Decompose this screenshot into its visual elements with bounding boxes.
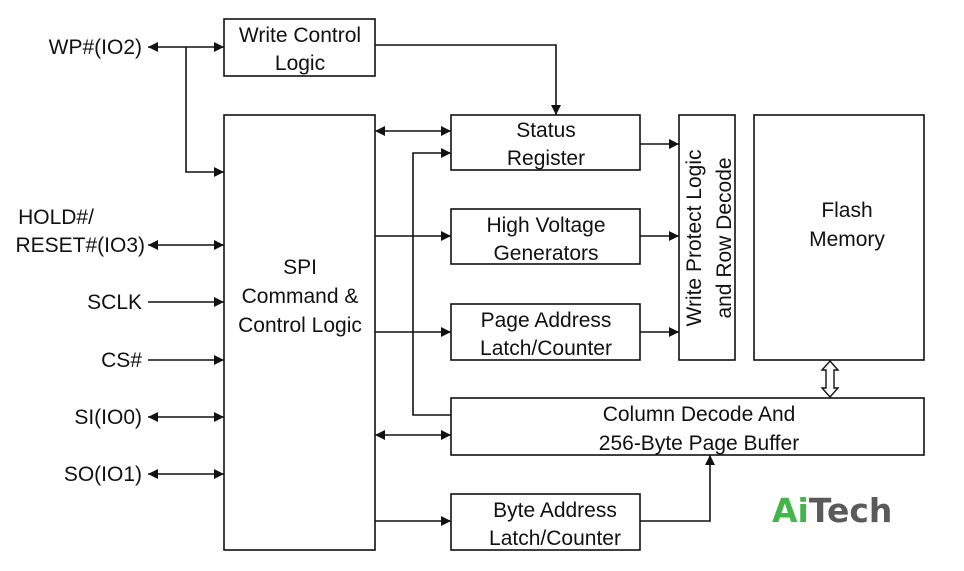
high-voltage-label-line2: Generators xyxy=(493,242,598,265)
spi-label-line1: SPI xyxy=(283,256,317,279)
write-protect-row-decode-block: Write Protect Logic and Row Decode xyxy=(678,114,736,361)
logo-part-tech: Tech xyxy=(808,491,893,530)
spi-label-line3: Control Logic xyxy=(238,314,362,337)
pin-label-hold-line1: HOLD#/ xyxy=(18,206,94,229)
pin-label-wp: WP#(IO2) xyxy=(49,36,142,59)
pin-label-so: SO(IO1) xyxy=(64,463,142,486)
wire-column-feedback-to-status xyxy=(412,148,451,416)
pin-label-hold-line2: RESET#(IO3) xyxy=(15,234,145,257)
high-voltage-generators-block: High Voltage Generators xyxy=(450,208,641,265)
spi-command-control-block: SPI Command & Control Logic xyxy=(223,114,376,551)
logo-part-ai: Ai xyxy=(772,491,809,530)
wire-write-control-to-status xyxy=(375,44,561,115)
write-protect-label-line1: Write Protect Logic xyxy=(683,149,706,326)
status-register-label-line1: Status xyxy=(516,119,576,142)
flash-memory-label-line1: Flash xyxy=(821,199,872,222)
byte-address-latch-block: Byte Address Latch/Counter xyxy=(450,493,641,551)
pin-label-si: SI(IO0) xyxy=(74,406,142,429)
flash-memory-block: Flash Memory xyxy=(753,114,925,361)
page-address-label-line1: Page Address xyxy=(481,309,612,332)
write-control-label-line1: Write Control xyxy=(239,24,361,47)
page-address-latch-block: Page Address Latch/Counter xyxy=(450,303,641,361)
flash-column-data-bus-arrow xyxy=(820,359,840,399)
status-register-label-line2: Register xyxy=(507,147,585,170)
pin-label-cs: CS# xyxy=(101,349,142,372)
column-decode-label-line1: Column Decode And xyxy=(603,403,796,426)
column-decode-label-line2: 256-Byte Page Buffer xyxy=(599,432,799,455)
write-control-logic-block: Write Control Logic xyxy=(223,18,376,77)
byte-address-label-line2: Latch/Counter xyxy=(489,527,621,550)
aitech-logo: AiTech xyxy=(772,494,892,527)
spi-label-line2: Command & xyxy=(242,285,359,308)
status-register-block: Status Register xyxy=(450,114,641,171)
write-protect-label-line2: and Row Decode xyxy=(713,157,736,318)
wire-wp-to-spi xyxy=(185,47,224,177)
byte-address-label-line1: Byte Address xyxy=(493,499,617,522)
page-address-label-line2: Latch/Counter xyxy=(480,337,612,360)
write-control-label-line2: Logic xyxy=(275,52,325,75)
column-decode-page-buffer-block: Column Decode And 256-Byte Page Buffer xyxy=(450,397,925,456)
pin-label-sclk: SCLK xyxy=(87,291,142,314)
high-voltage-label-line1: High Voltage xyxy=(486,214,605,237)
wire-byte-address-to-column xyxy=(640,455,715,522)
flash-memory-label-line2: Memory xyxy=(809,228,885,251)
